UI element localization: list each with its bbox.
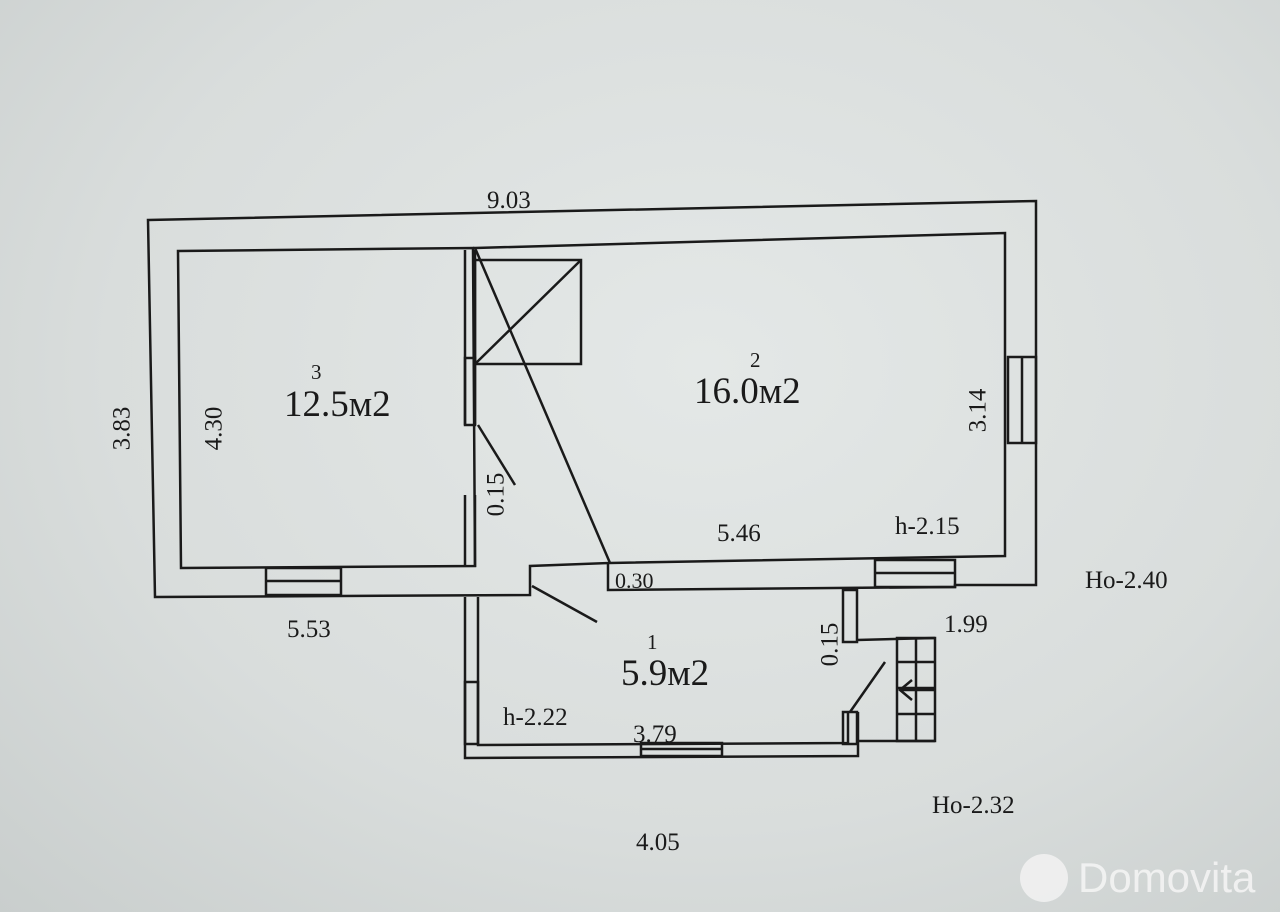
door-leaf-hall-left (463, 680, 480, 746)
door-leaf-room2 (463, 356, 477, 427)
stove (473, 258, 583, 366)
room-1-number: 1 (647, 630, 658, 654)
dim-left-height: 3.83 (108, 406, 136, 451)
stove-diagonal (474, 259, 582, 365)
dim-outer-height-right: Ho-2.40 (1085, 567, 1168, 594)
dim-hall-ceiling: h-2.22 (503, 704, 568, 731)
dim-room2-width: 5.46 (717, 520, 761, 547)
dim-porch-width: 1.99 (944, 611, 988, 638)
dim-porch-partition: 0.15 (816, 622, 844, 667)
dim-outer-height-bottom: Ho-2.32 (932, 792, 1015, 819)
dim-bottom-left-length: 5.53 (287, 616, 331, 643)
watermark: Domovita (1020, 852, 1255, 904)
outer-wall-outline (146, 199, 1038, 599)
dim-hall-width: 3.79 (633, 721, 677, 748)
room-2-number: 2 (750, 348, 761, 372)
room-3-number: 3 (311, 360, 322, 384)
door-swing-hall (531, 584, 598, 624)
watermark-text: Domovita (1078, 854, 1256, 901)
dim-room3-height: 4.30 (200, 406, 228, 451)
door-swing-porch (848, 661, 887, 713)
room-2-area: 16.0м2 (694, 371, 801, 412)
room-1-area: 5.9м2 (621, 653, 710, 694)
room-3-area: 12.5м2 (284, 384, 391, 425)
door-swing-room2 (476, 424, 517, 486)
door-leaf-porch (841, 710, 859, 746)
dim-wall-thickness: 0.30 (615, 568, 654, 593)
domovita-logo-icon (1020, 854, 1068, 902)
room-2-outline (473, 231, 1007, 565)
dim-top-length: 9.03 (487, 187, 531, 214)
dim-room2-ceiling: h-2.15 (895, 513, 960, 540)
porch-partition (841, 588, 859, 644)
dim-partition-thickness: 0.15 (482, 472, 510, 517)
dim-room2-height: 3.14 (964, 388, 992, 433)
dim-bottom-length: 4.05 (636, 829, 680, 856)
